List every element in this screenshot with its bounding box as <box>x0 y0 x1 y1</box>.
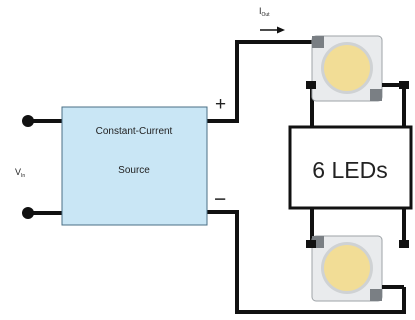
input-voltage-label: VIn <box>15 167 25 179</box>
source-label-line1: Constant-Current <box>96 126 173 137</box>
positive-output-wire <box>207 40 318 123</box>
output-current-label: IOut <box>259 6 270 18</box>
negative-output-wire <box>207 210 406 314</box>
led-bottom-icon <box>306 235 409 302</box>
led-group-box <box>288 125 413 210</box>
source-label-line2: Source <box>118 165 150 176</box>
negative-sign: − <box>214 188 226 211</box>
led-top-icon <box>306 35 409 102</box>
wires <box>28 40 406 314</box>
input-terminal-bottom <box>22 207 34 219</box>
led-group-label: 6 LEDs <box>312 157 387 183</box>
positive-sign: + <box>215 94 226 115</box>
current-direction-arrow-icon <box>260 26 285 34</box>
input-terminal-top <box>22 115 34 127</box>
constant-current-source-box <box>61 106 208 226</box>
